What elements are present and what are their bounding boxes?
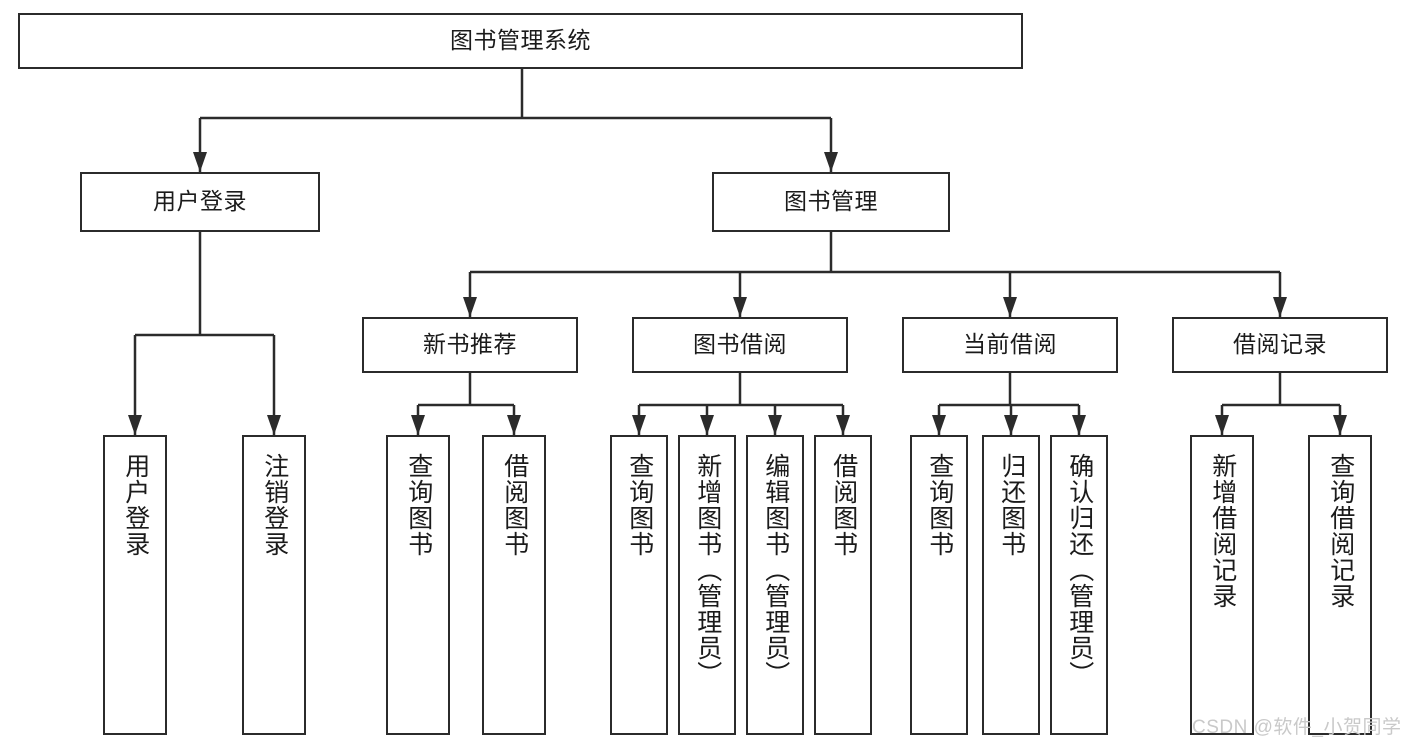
node-label: 注销登录 — [260, 453, 289, 557]
node-label: 查询图书 — [404, 453, 433, 557]
node-user-login[interactable]: 用户登录 — [80, 172, 320, 232]
node-label: 用户登录 — [153, 188, 247, 215]
arrow-head — [507, 415, 521, 435]
arrow-head — [700, 415, 714, 435]
node-current-borrow[interactable]: 当前借阅 — [902, 317, 1118, 373]
node-label: 新增图书（管理员） — [693, 453, 722, 687]
node-label: 编辑图书（管理员） — [761, 453, 790, 687]
node-label: 借阅图书 — [500, 453, 529, 557]
arrow-head — [1072, 415, 1086, 435]
node-leaf-cb-query[interactable]: 查询图书 — [910, 435, 968, 735]
node-label: 当前借阅 — [963, 331, 1057, 358]
node-leaf-cb-confirm[interactable]: 确认归还（管理员） — [1050, 435, 1108, 735]
node-leaf-bb-query[interactable]: 查询图书 — [610, 435, 668, 735]
node-label: 借阅记录 — [1233, 331, 1327, 358]
node-leaf-cb-return[interactable]: 归还图书 — [982, 435, 1040, 735]
node-label: 借阅图书 — [829, 453, 858, 557]
arrow-head — [267, 415, 281, 435]
node-label: 图书借阅 — [693, 331, 787, 358]
node-label: 用户登录 — [121, 453, 150, 557]
arrow-head — [1004, 415, 1018, 435]
node-leaf-rec-borrow[interactable]: 借阅图书 — [482, 435, 546, 735]
node-book-manage[interactable]: 图书管理 — [712, 172, 950, 232]
node-new-book-rec[interactable]: 新书推荐 — [362, 317, 578, 373]
node-label: 图书管理系统 — [450, 27, 591, 54]
node-label: 归还图书 — [997, 453, 1026, 557]
node-leaf-bb-borrow[interactable]: 借阅图书 — [814, 435, 872, 735]
node-leaf-bb-edit[interactable]: 编辑图书（管理员） — [746, 435, 804, 735]
arrow-head — [1273, 297, 1287, 317]
arrow-head — [463, 297, 477, 317]
node-label: 确认归还（管理员） — [1065, 453, 1094, 687]
node-label: 查询图书 — [925, 453, 954, 557]
node-leaf-br-query[interactable]: 查询借阅记录 — [1308, 435, 1372, 735]
node-label: 查询图书 — [625, 453, 654, 557]
arrow-head — [768, 415, 782, 435]
node-label: 查询借阅记录 — [1326, 453, 1355, 609]
node-label: 新增借阅记录 — [1208, 453, 1237, 609]
arrow-head — [1333, 415, 1347, 435]
arrow-head — [411, 415, 425, 435]
node-borrow-record[interactable]: 借阅记录 — [1172, 317, 1388, 373]
node-label: 图书管理 — [784, 188, 878, 215]
arrow-head — [1215, 415, 1229, 435]
node-leaf-rec-query[interactable]: 查询图书 — [386, 435, 450, 735]
node-label: 新书推荐 — [423, 331, 517, 358]
node-root[interactable]: 图书管理系统 — [18, 13, 1023, 69]
node-book-borrow[interactable]: 图书借阅 — [632, 317, 848, 373]
node-leaf-br-add[interactable]: 新增借阅记录 — [1190, 435, 1254, 735]
arrow-head — [193, 152, 207, 172]
arrow-head — [1003, 297, 1017, 317]
node-leaf-bb-add[interactable]: 新增图书（管理员） — [678, 435, 736, 735]
arrow-head — [632, 415, 646, 435]
arrow-head — [824, 152, 838, 172]
node-leaf-user-login[interactable]: 用户登录 — [103, 435, 167, 735]
arrow-head — [932, 415, 946, 435]
arrow-head — [836, 415, 850, 435]
arrow-head — [733, 297, 747, 317]
arrow-head — [128, 415, 142, 435]
node-leaf-user-logout[interactable]: 注销登录 — [242, 435, 306, 735]
